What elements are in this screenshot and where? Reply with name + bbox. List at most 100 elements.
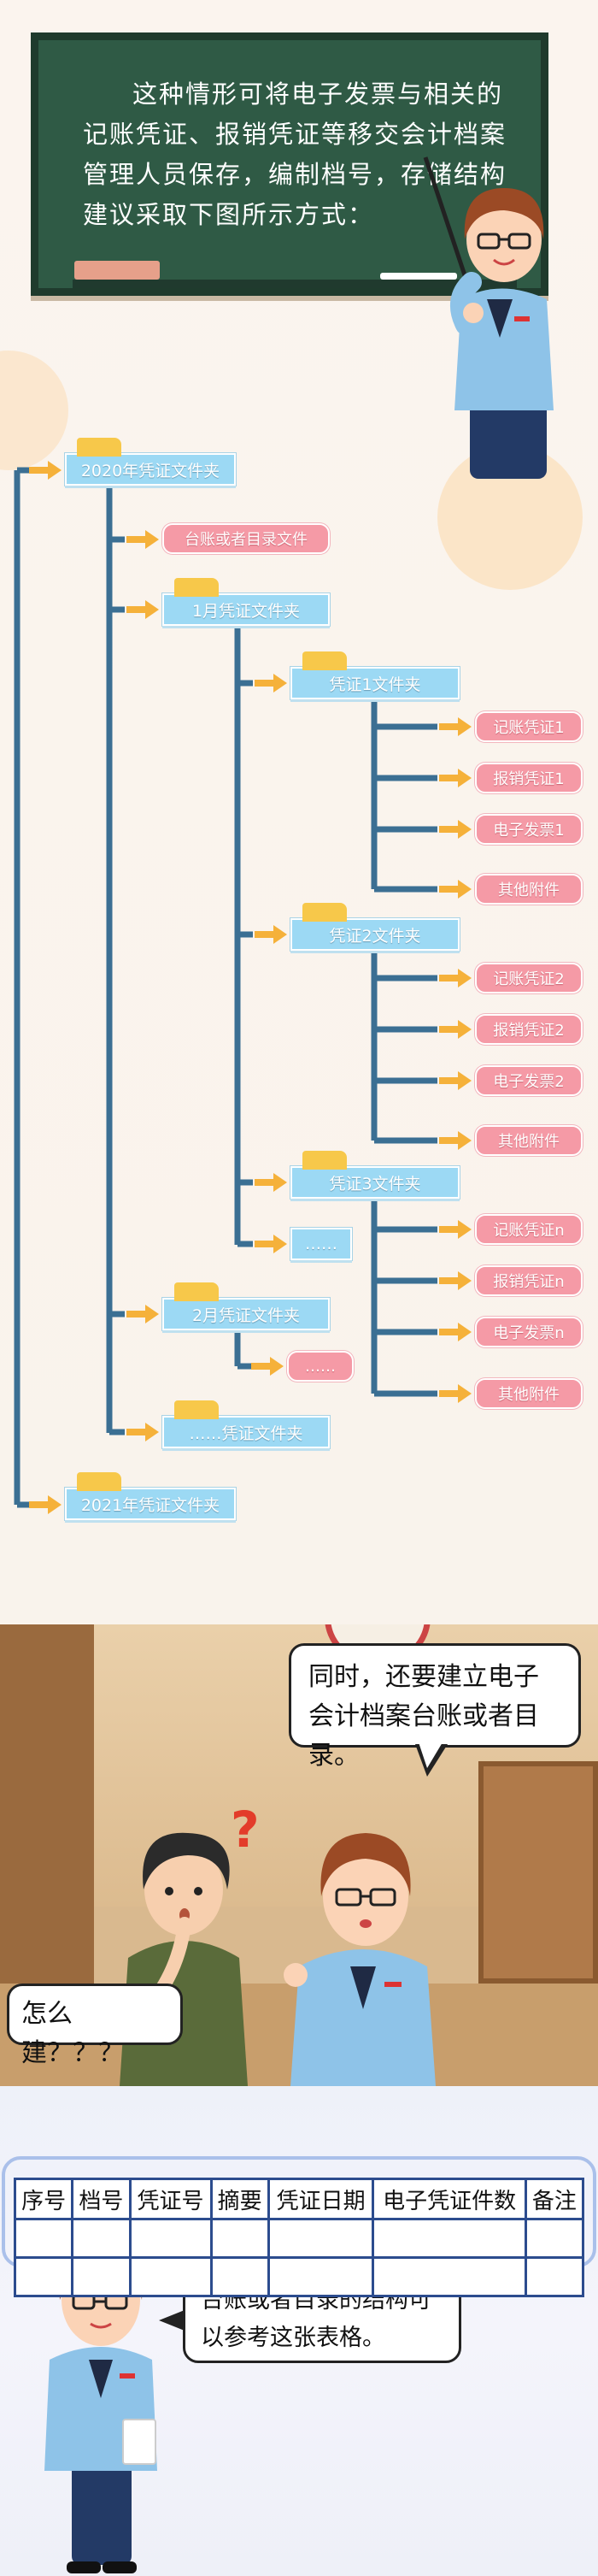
arrow-icon-12 <box>439 769 472 787</box>
arrow-icon-7 <box>255 925 287 944</box>
v2-doc-0: 记账凭证2 <box>475 963 583 993</box>
dialog-scene: ? 同时，还要建立电子会计档案台账或者目录。 怎么建？？？ <box>0 1624 598 2086</box>
v1-doc-2: 电子发票1 <box>475 814 583 845</box>
folder-2020: 2020年凭证文件夹 <box>65 438 236 486</box>
vn-doc-0-label: 记账凭证n <box>493 1222 565 1240</box>
vn-doc-3-label: 其他附件 <box>498 1386 560 1404</box>
table-row <box>13 2218 585 2259</box>
table-cell <box>372 2256 527 2297</box>
v2-doc-2-label: 电子发票2 <box>493 1073 565 1091</box>
table-cell <box>71 2256 132 2297</box>
office-shelf <box>478 1761 598 1984</box>
folder-v2: 凭证2文件夹 <box>290 903 460 951</box>
officer-bubble-tail-fill <box>419 1742 443 1768</box>
arrow-icon-18 <box>439 1131 472 1150</box>
v1-doc-3-label: 其他附件 <box>498 881 560 899</box>
folder-2020-label: 2020年凭证文件夹 <box>80 461 220 480</box>
storage-structure-panel: 这种情形可将电子发票与相关的记账凭证、报销凭证等移交会计档案管理人员保存，编制档… <box>0 0 598 1624</box>
note-bubble-tail <box>159 2310 185 2331</box>
arrow-icon-6 <box>255 674 287 693</box>
table-cell <box>372 2218 527 2259</box>
ledger-header-row: 序号 档号 凭证号 摘要 凭证日期 电子凭证件数 备注 <box>13 2178 585 2220</box>
table-cell <box>267 2256 375 2297</box>
arrow-icon-9 <box>255 1235 287 1253</box>
table-cell <box>524 2256 585 2297</box>
folder-vmore: …… <box>290 1228 352 1260</box>
feb-more: …… <box>287 1351 354 1382</box>
table-cell <box>128 2218 213 2259</box>
v2-doc-1: 报销凭证2 <box>475 1014 583 1045</box>
officer-speech-text: 同时，还要建立电子会计档案台账或者目录。 <box>308 1662 539 1771</box>
arrow-icon-13 <box>439 820 472 839</box>
svg-text:?: ? <box>231 1801 260 1859</box>
citizen-character: ? <box>120 1801 260 2086</box>
vn-doc-2: 电子发票n <box>475 1317 583 1347</box>
folder-month-more-label: ……凭证文件夹 <box>189 1424 303 1443</box>
v2-doc-3-label: 其他附件 <box>498 1133 560 1151</box>
chalkboard: 这种情形可将电子发票与相关的记账凭证、报销凭证等移交会计档案管理人员保存，编制档… <box>31 32 548 296</box>
arrow-icon-10 <box>251 1357 284 1376</box>
arrow-icon-1 <box>29 1495 62 1514</box>
folder-v2-label: 凭证2文件夹 <box>329 926 421 946</box>
folder-month-more: ……凭证文件夹 <box>162 1400 330 1448</box>
arrow-icon-19 <box>439 1220 472 1239</box>
v1-doc-3: 其他附件 <box>475 874 583 905</box>
ledger-table: 序号 档号 凭证号 摘要 凭证日期 电子凭证件数 备注 <box>13 2178 585 2297</box>
folder-v3: 凭证3文件夹 <box>290 1151 460 1199</box>
citizen-speech-text: 怎么建？？？ <box>21 1999 124 2068</box>
col-header: 凭证号 <box>128 2178 213 2220</box>
v2-doc-3: 其他附件 <box>475 1125 583 1156</box>
col-header: 备注 <box>524 2178 585 2220</box>
arrow-icon-14 <box>439 880 472 899</box>
tree-connectors <box>14 461 472 1514</box>
v2-doc-0-label: 记账凭证2 <box>493 970 565 988</box>
col-header: 档号 <box>71 2178 132 2220</box>
arrow-icon-15 <box>439 969 472 987</box>
arrow-icon-5 <box>126 1423 159 1441</box>
folder-v3-label: 凭证3文件夹 <box>329 1174 421 1194</box>
board-tray <box>73 280 517 288</box>
arrow-icon-8 <box>255 1173 287 1192</box>
arrow-icon-3 <box>126 600 159 619</box>
arrow-icon-11 <box>439 717 472 736</box>
folder-jan: 1月凭证文件夹 <box>162 578 330 626</box>
v2-doc-2: 电子发票2 <box>475 1065 583 1096</box>
arrow-icon-17 <box>439 1071 472 1090</box>
col-header: 电子凭证件数 <box>372 2178 527 2220</box>
table-cell <box>71 2218 132 2259</box>
vn-doc-3: 其他附件 <box>475 1378 583 1409</box>
col-header: 摘要 <box>209 2178 270 2220</box>
table-cell <box>267 2218 375 2259</box>
folder-vmore-label: …… <box>305 1235 337 1253</box>
folder-feb: 2月凭证文件夹 <box>162 1282 330 1330</box>
folder-v1: 凭证1文件夹 <box>290 651 460 699</box>
arrow-icon-22 <box>439 1384 472 1403</box>
teacher-character <box>423 156 554 479</box>
v1-doc-0-label: 记账凭证1 <box>493 719 565 737</box>
board-text: 这种情形可将电子发票与相关的记账凭证、报销凭证等移交会计档案管理人员保存，编制档… <box>83 80 507 229</box>
folder-jan-label: 1月凭证文件夹 <box>191 601 301 621</box>
arrow-icon-2 <box>126 530 159 549</box>
v1-doc-2-label: 电子发票1 <box>493 822 565 840</box>
arrow-icon-20 <box>439 1271 472 1290</box>
ledger-file: 台账或者目录文件 <box>162 523 330 554</box>
col-header: 序号 <box>13 2178 74 2220</box>
table-cell <box>209 2218 270 2259</box>
citizen-speech-bubble: 怎么建？？？ <box>7 1984 183 2068</box>
officer-speech-bubble: 同时，还要建立电子会计档案台账或者目录。 <box>289 1643 581 1771</box>
table-cell <box>13 2218 74 2259</box>
arrow-icon-0 <box>29 461 62 480</box>
v2-doc-1-label: 报销凭证2 <box>493 1022 565 1040</box>
v1-doc-1-label: 报销凭证1 <box>493 770 565 788</box>
arrow-icon-21 <box>439 1323 472 1341</box>
vn-doc-0: 记账凭证n <box>475 1214 583 1245</box>
table-cell <box>524 2218 585 2259</box>
vn-doc-1-label: 报销凭证n <box>493 1273 565 1291</box>
officer-character <box>284 1833 436 2086</box>
ledger-table-wrap: 序号 档号 凭证号 摘要 凭证日期 电子凭证件数 备注 <box>13 2178 585 2297</box>
vn-doc-2-label: 电子发票n <box>493 1324 565 1342</box>
folder-2021-label: 2021年凭证文件夹 <box>80 1495 220 1515</box>
folder-2021: 2021年凭证文件夹 <box>65 1472 236 1520</box>
folder-v1-label: 凭证1文件夹 <box>329 675 421 694</box>
table-cell <box>128 2256 213 2297</box>
